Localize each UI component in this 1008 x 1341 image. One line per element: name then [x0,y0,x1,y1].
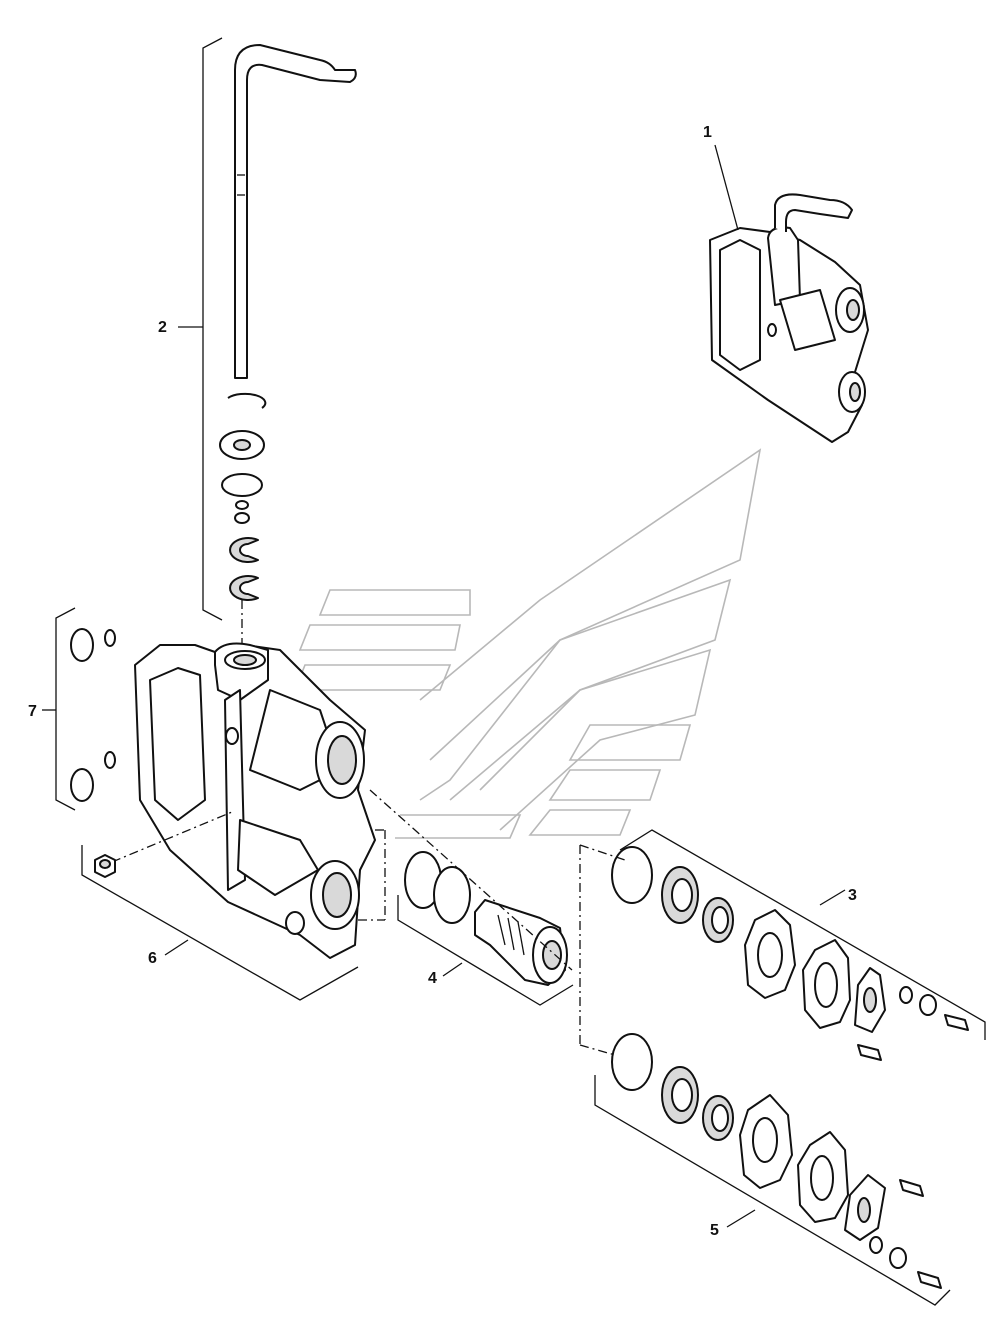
bracket-3 [619,829,986,1040]
part-5-cover-group [611,1033,942,1289]
part-1-valve-assembly [709,193,869,443]
bracket-7 [55,607,76,811]
bracket-5 [594,1075,951,1306]
watermark-logo [293,448,762,839]
part-3-cover-group [611,846,969,1061]
bracket-2 [202,37,223,621]
callout-4: 4 [428,970,437,987]
plug-screw [94,854,116,878]
callout-1: 1 [703,124,712,141]
bracket-4 [397,895,574,1006]
part-7-o-rings [70,628,116,802]
bracket-6 [81,845,359,1001]
part-6-valve-housing [134,642,376,959]
part-2-dipstick-tube [219,44,357,601]
part-4-cartridge-valve [404,851,568,986]
callout-2: 2 [158,319,167,336]
callout-6: 6 [148,950,157,967]
callout-5: 5 [710,1222,719,1239]
callout-7: 7 [28,703,37,720]
callout-3: 3 [848,887,857,904]
